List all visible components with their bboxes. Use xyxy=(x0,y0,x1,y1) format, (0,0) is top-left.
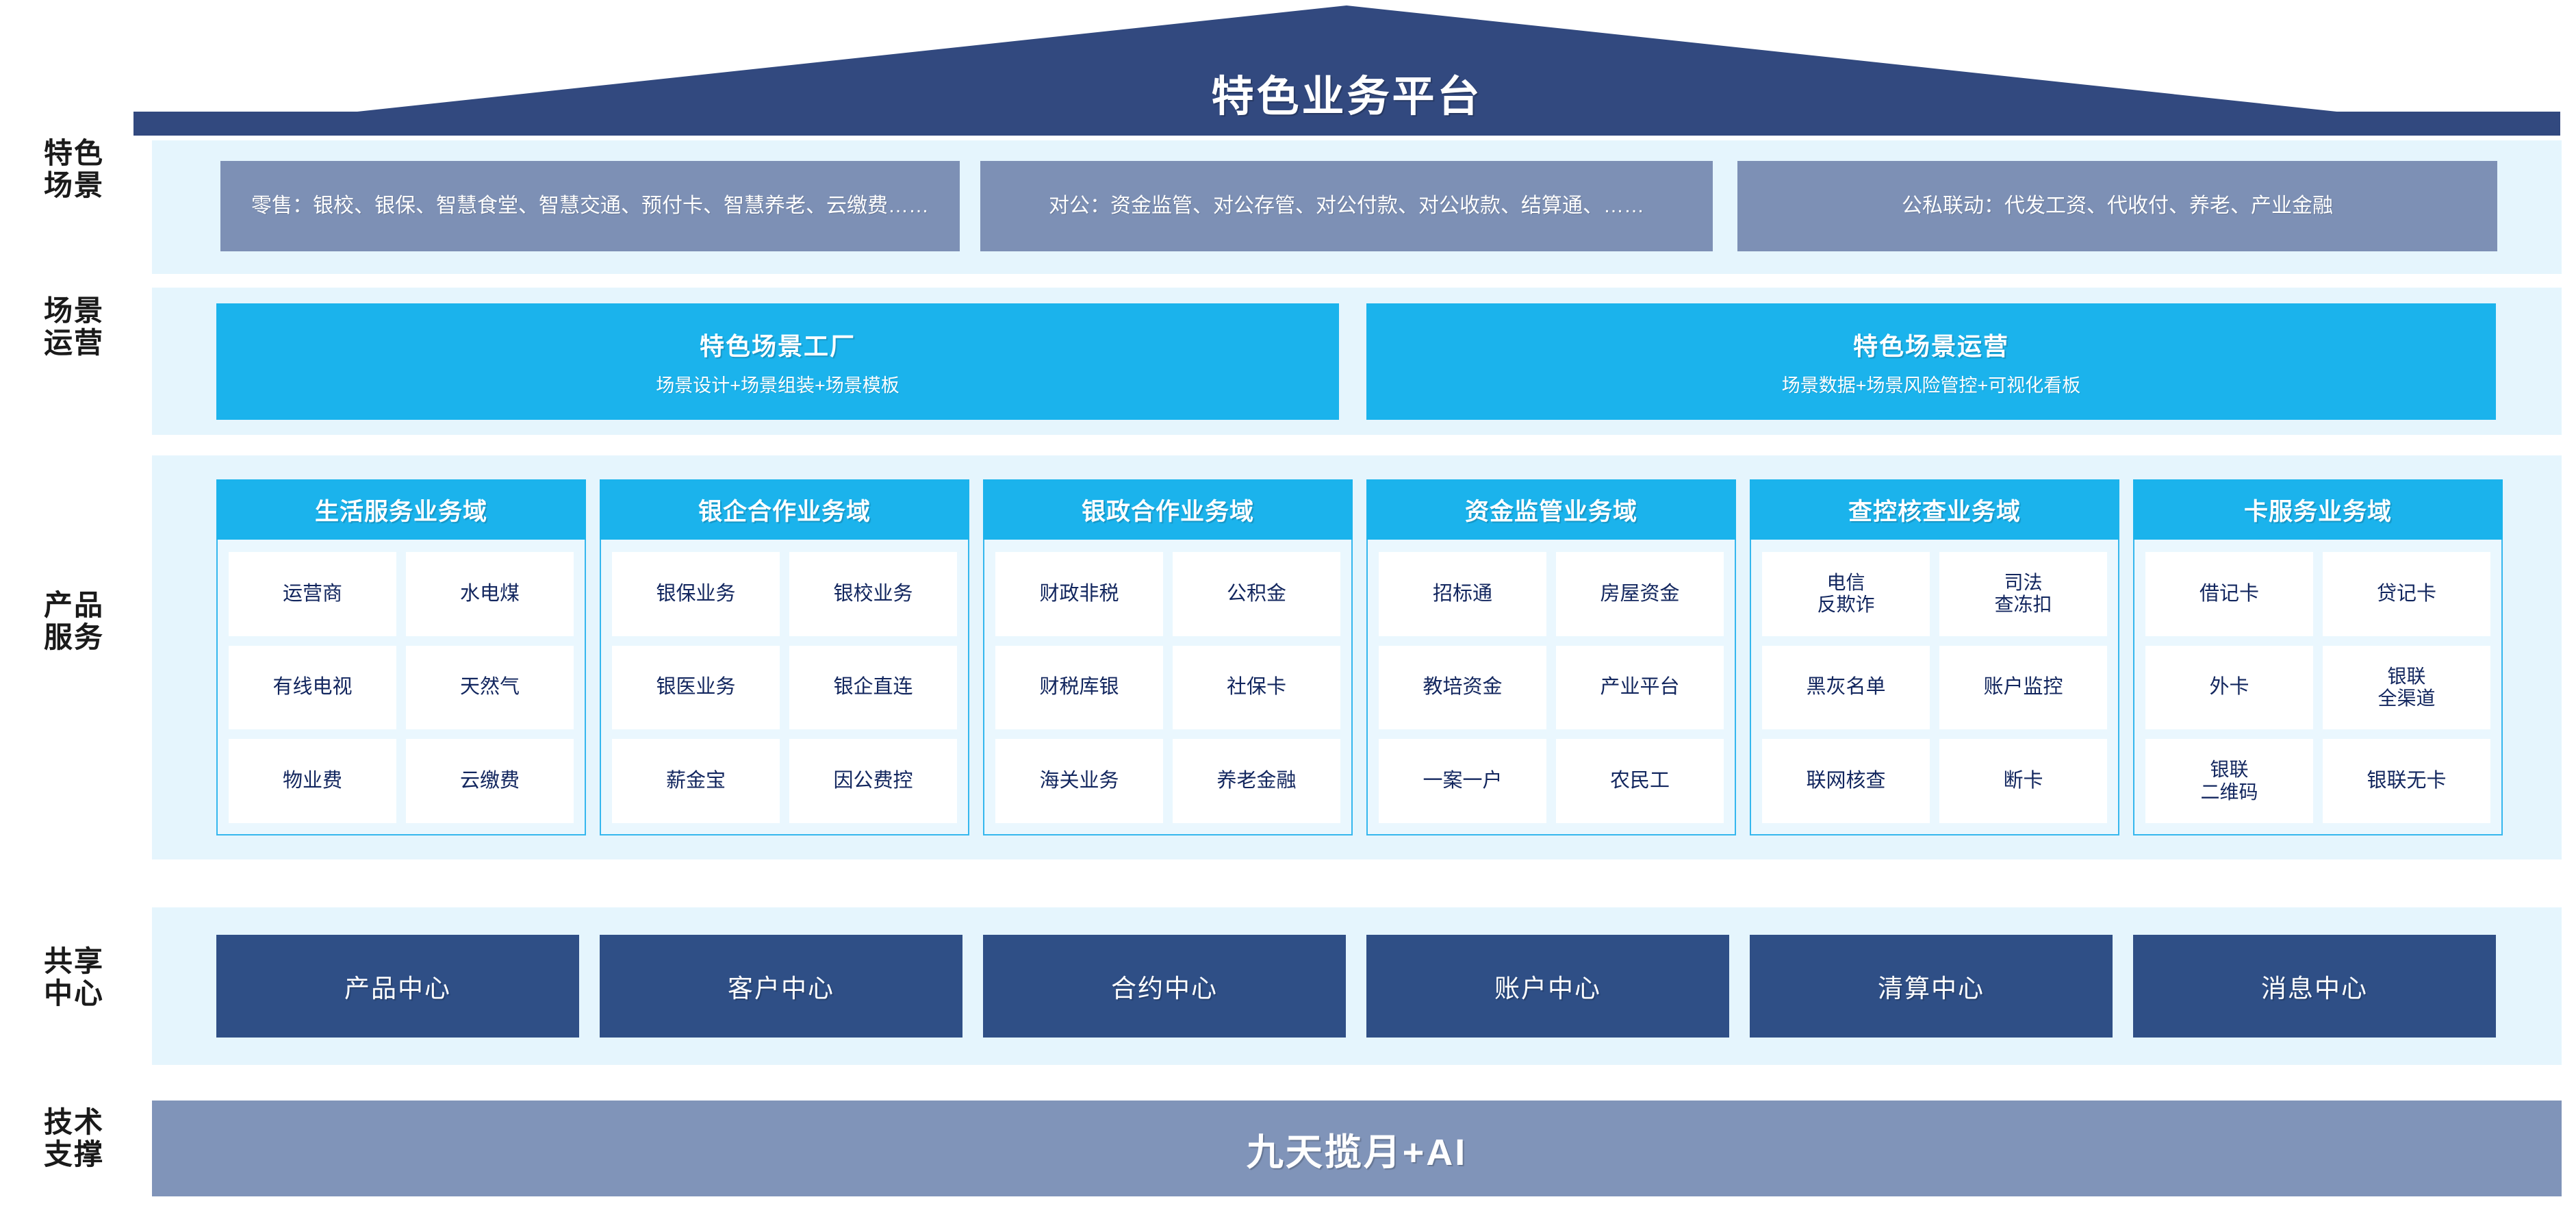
shared-center-settlement-center[interactable]: 清算中心 xyxy=(1750,935,2113,1038)
domain-item[interactable]: 断卡 xyxy=(1939,739,2107,823)
domain-item[interactable]: 天然气 xyxy=(406,645,574,730)
domain-item[interactable]: 薪金宝 xyxy=(612,739,780,823)
domain-item[interactable]: 银联无卡 xyxy=(2323,739,2490,823)
domain-title: 查控核查业务域 xyxy=(1750,479,2119,540)
domain-grid: 招标通 房屋资金 教培资金 产业平台 一案一户 农民工 xyxy=(1368,540,1735,834)
domain-column-fund-supervision[interactable]: 资金监管业务域 招标通 房屋资金 教培资金 产业平台 一案一户 农民工 xyxy=(1366,479,1736,835)
platform-roof xyxy=(133,5,2560,136)
rail-line: 共享 xyxy=(43,945,104,977)
shared-center-account-center[interactable]: 账户中心 xyxy=(1366,935,1729,1038)
rail-line: 中心 xyxy=(43,977,104,1010)
shared-center-contract-center[interactable]: 合约中心 xyxy=(983,935,1346,1038)
domain-item[interactable]: 财税库银 xyxy=(995,645,1163,730)
shared-center-customer-center[interactable]: 客户中心 xyxy=(600,935,962,1038)
domain-item[interactable]: 农民工 xyxy=(1556,739,1724,823)
domain-item[interactable]: 财政非税 xyxy=(995,552,1163,636)
scene-box-retail[interactable]: 零售：银校、银保、智慧食堂、智慧交通、预付卡、智慧养老、云缴费…… xyxy=(220,161,960,251)
domain-item[interactable]: 水电煤 xyxy=(406,552,574,636)
domain-item[interactable]: 银企直连 xyxy=(789,645,957,730)
domain-item[interactable]: 账户监控 xyxy=(1939,645,2107,730)
shared-center-product-center[interactable]: 产品中心 xyxy=(216,935,579,1038)
operation-subtitle: 场景数据+场景风险管控+可视化看板 xyxy=(1781,375,2081,396)
domain-grid: 借记卡 贷记卡 外卡 银联全渠道 银联二维码 银联无卡 xyxy=(2134,540,2501,834)
rail-label-product: 产品 服务 xyxy=(12,589,136,653)
domain-column-bank-government[interactable]: 银政合作业务域 财政非税 公积金 财税库银 社保卡 海关业务 养老金融 xyxy=(983,479,1353,835)
scene-box-corporate[interactable]: 对公：资金监管、对公存管、对公付款、对公收款、结算通、…… xyxy=(980,161,1713,251)
domain-title: 卡服务业务域 xyxy=(2133,479,2503,540)
rail-label-scene: 特色 场景 xyxy=(12,137,136,201)
domain-grid: 电信反欺诈 司法查冻扣 黑灰名单 账户监控 联网核查 断卡 xyxy=(1751,540,2118,834)
domain-item[interactable]: 一案一户 xyxy=(1379,739,1546,823)
domain-item[interactable]: 银联二维码 xyxy=(2145,739,2313,823)
domain-title: 资金监管业务域 xyxy=(1366,479,1736,540)
domain-title: 生活服务业务域 xyxy=(216,479,586,540)
rail-line: 特色 xyxy=(43,137,104,169)
domain-item[interactable]: 产业平台 xyxy=(1556,645,1724,730)
domain-item[interactable]: 司法查冻扣 xyxy=(1939,552,2107,636)
domain-item[interactable]: 因公费控 xyxy=(789,739,957,823)
rail-line: 支撑 xyxy=(43,1138,104,1171)
domain-title: 银政合作业务域 xyxy=(983,479,1353,540)
domain-column-bank-enterprise[interactable]: 银企合作业务域 银保业务 银校业务 银医业务 银企直连 薪金宝 因公费控 xyxy=(600,479,969,835)
domain-item[interactable]: 养老金融 xyxy=(1173,739,1340,823)
domain-item[interactable]: 运营商 xyxy=(229,552,396,636)
domain-item[interactable]: 教培资金 xyxy=(1379,645,1546,730)
domain-column-life-service[interactable]: 生活服务业务域 运营商 水电煤 有线电视 天然气 物业费 云缴费 xyxy=(216,479,586,835)
domain-item[interactable]: 社保卡 xyxy=(1173,645,1340,730)
domain-item[interactable]: 银保业务 xyxy=(612,552,780,636)
rail-label-shared: 共享 中心 xyxy=(12,945,136,1009)
rail-line: 场景 xyxy=(43,294,104,327)
domain-grid: 财政非税 公积金 财税库银 社保卡 海关业务 养老金融 xyxy=(984,540,1351,834)
operation-box-scene-operation[interactable]: 特色场景运营 场景数据+场景风险管控+可视化看板 xyxy=(1366,303,2496,420)
domain-item[interactable]: 银校业务 xyxy=(789,552,957,636)
domain-item[interactable]: 物业费 xyxy=(229,739,396,823)
operation-title: 特色场景工厂 xyxy=(699,331,856,360)
rail-label-operation: 场景 运营 xyxy=(12,294,136,359)
domain-item[interactable]: 联网核查 xyxy=(1762,739,1930,823)
domain-column-investigation-control[interactable]: 查控核查业务域 电信反欺诈 司法查冻扣 黑灰名单 账户监控 联网核查 断卡 xyxy=(1750,479,2119,835)
rail-line: 产品 xyxy=(43,589,104,621)
rail-line: 服务 xyxy=(43,621,104,654)
rail-line: 场景 xyxy=(43,169,104,202)
domain-item[interactable]: 黑灰名单 xyxy=(1762,645,1930,730)
domain-item[interactable]: 云缴费 xyxy=(406,739,574,823)
domain-grid: 银保业务 银校业务 银医业务 银企直连 薪金宝 因公费控 xyxy=(601,540,968,834)
domain-item[interactable]: 海关业务 xyxy=(995,739,1163,823)
domain-title: 银企合作业务域 xyxy=(600,479,969,540)
domain-item[interactable]: 电信反欺诈 xyxy=(1762,552,1930,636)
domain-item[interactable]: 公积金 xyxy=(1173,552,1340,636)
domain-item[interactable]: 房屋资金 xyxy=(1556,552,1724,636)
domain-item[interactable]: 银医业务 xyxy=(612,645,780,730)
rail-line: 运营 xyxy=(43,327,104,360)
domain-grid: 运营商 水电煤 有线电视 天然气 物业费 云缴费 xyxy=(218,540,585,834)
domain-column-card-service[interactable]: 卡服务业务域 借记卡 贷记卡 外卡 银联全渠道 银联二维码 银联无卡 xyxy=(2133,479,2503,835)
scene-box-public-private[interactable]: 公私联动：代发工资、代收付、养老、产业金融 xyxy=(1737,161,2497,251)
operation-box-scene-factory[interactable]: 特色场景工厂 场景设计+场景组装+场景模板 xyxy=(216,303,1339,420)
domain-item[interactable]: 银联全渠道 xyxy=(2323,645,2490,730)
domain-item[interactable]: 借记卡 xyxy=(2145,552,2313,636)
shared-center-message-center[interactable]: 消息中心 xyxy=(2133,935,2496,1038)
domain-item[interactable]: 有线电视 xyxy=(229,645,396,730)
domain-item[interactable]: 外卡 xyxy=(2145,645,2313,730)
tech-support-bar[interactable]: 九天揽月+AI xyxy=(152,1101,2562,1196)
operation-title: 特色场景运营 xyxy=(1852,331,2009,360)
operation-subtitle: 场景设计+场景组装+场景模板 xyxy=(656,375,900,396)
domain-item[interactable]: 招标通 xyxy=(1379,552,1546,636)
rail-label-tech: 技术 支撑 xyxy=(12,1106,136,1170)
rail-line: 技术 xyxy=(43,1106,104,1138)
domain-item[interactable]: 贷记卡 xyxy=(2323,552,2490,636)
